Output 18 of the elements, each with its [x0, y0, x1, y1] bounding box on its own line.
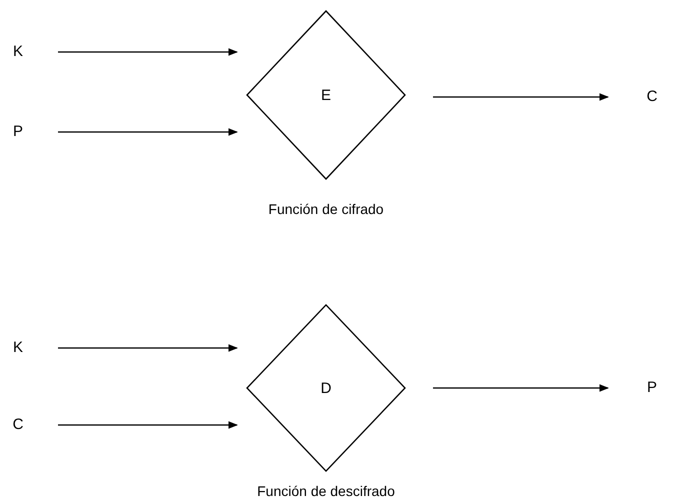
node-label: Función de cifrado — [268, 201, 384, 217]
arrow — [433, 93, 609, 101]
arrow — [58, 48, 238, 56]
decision-diamond — [246, 10, 406, 180]
node-label: Función de descifrado — [257, 483, 395, 499]
variable-label: P — [13, 123, 23, 141]
diamond-label: E — [320, 86, 331, 104]
variable-label: K — [13, 43, 23, 61]
variable-label: C — [12, 416, 24, 434]
diamond-label: D — [320, 380, 332, 396]
variable-label: K — [13, 339, 23, 357]
arrow — [433, 384, 609, 392]
variable-label: C — [646, 88, 658, 106]
variable-label: P — [647, 379, 657, 397]
arrow — [58, 128, 238, 136]
decision-diamond — [246, 304, 406, 472]
arrow — [58, 421, 238, 429]
arrow — [58, 344, 238, 352]
